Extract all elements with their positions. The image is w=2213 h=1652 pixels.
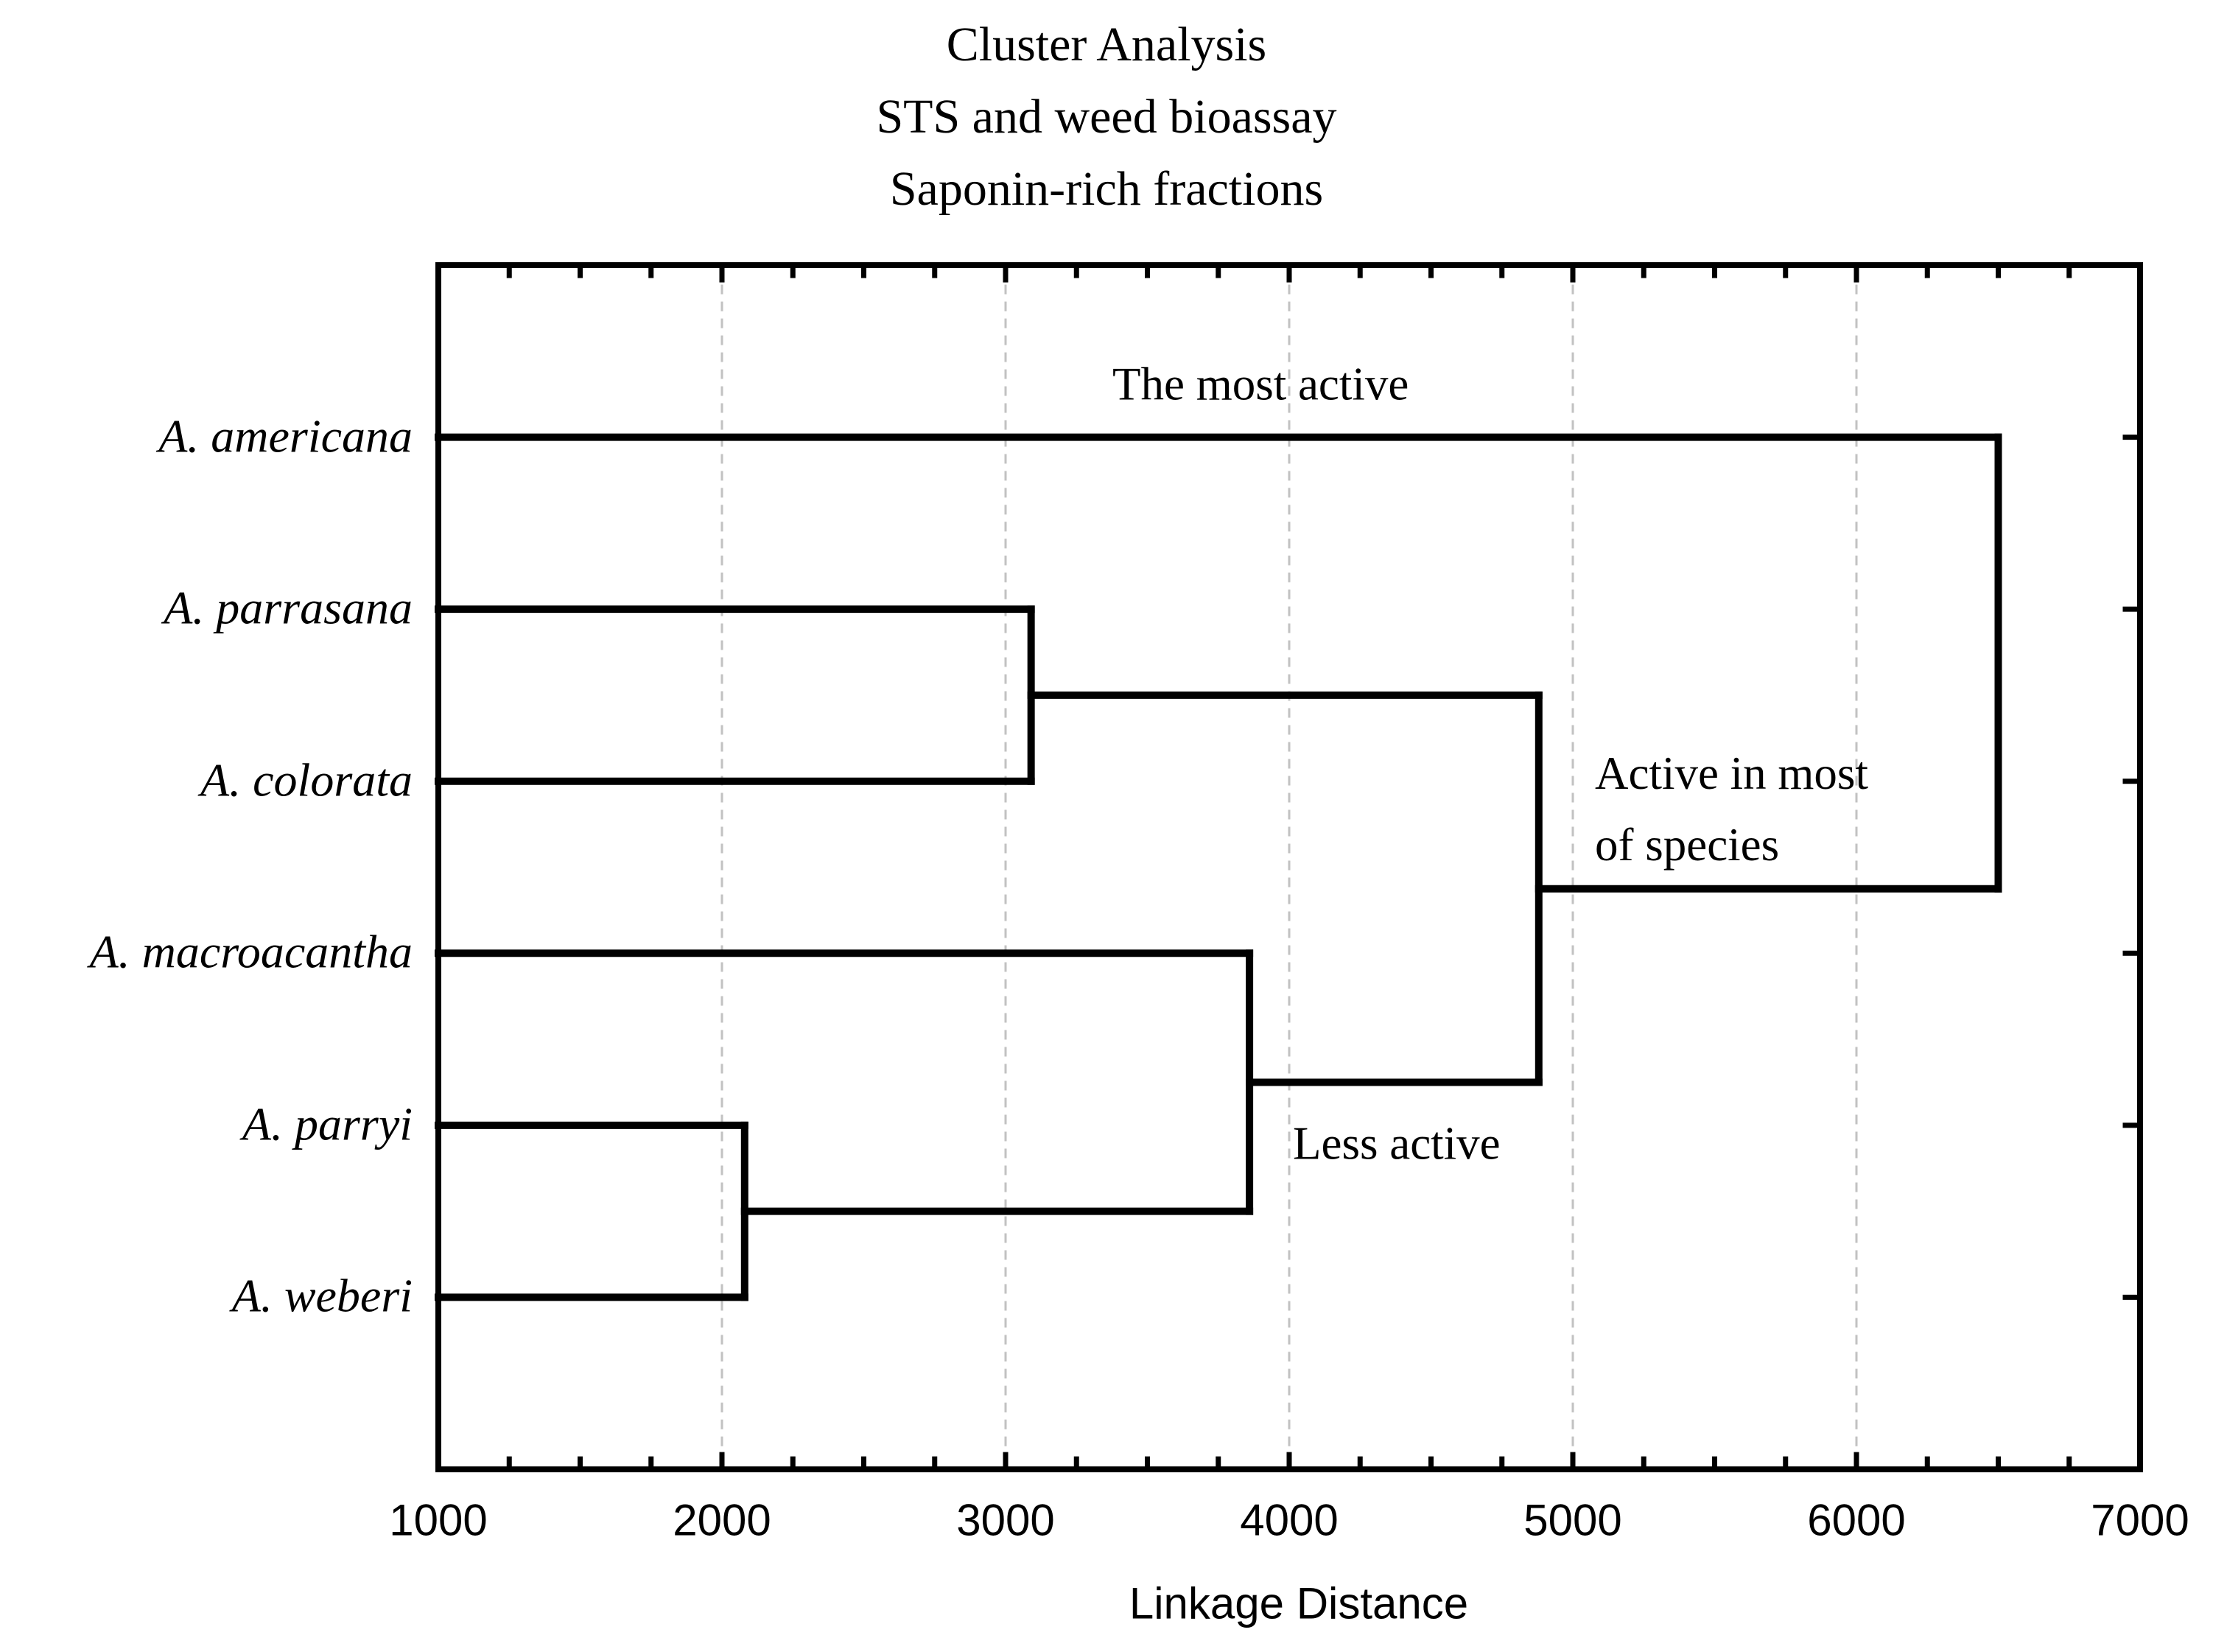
axis-box <box>435 262 2143 1472</box>
leaf-label-a-americana: A. americana <box>158 410 413 463</box>
annotation-active-in-most-of-species: Active in most of species <box>1595 748 1868 871</box>
x-axis-label: Linkage Distance <box>1129 1578 1469 1628</box>
plot-border <box>435 262 2143 1472</box>
leaf-label-a-parrasana: A. parrasana <box>164 581 413 634</box>
leaf-label-a-macroacantha: A. macroacantha <box>89 925 413 978</box>
dendrogram-links <box>435 433 2002 1301</box>
leaf-label-a-colorata: A. colorata <box>200 753 413 806</box>
grid-lines <box>720 267 1858 1467</box>
x-tick-label-4000: 4000 <box>1240 1495 1339 1545</box>
x-tick-label-7000: 7000 <box>2091 1495 2189 1545</box>
x-tick-label-5000: 5000 <box>1523 1495 1622 1545</box>
axis-ticks <box>506 265 2140 1469</box>
x-tick-label-1000: 1000 <box>389 1495 488 1545</box>
x-tick-label-3000: 3000 <box>956 1495 1055 1545</box>
leaf-label-a-weberi: A. weberi <box>231 1269 413 1322</box>
leaf-label-a-parryi: A. parryi <box>242 1097 413 1150</box>
annotation-less-active: Less active <box>1293 1117 1501 1170</box>
chart-title-line-2: STS and weed bioassay <box>876 90 1337 144</box>
annotation-most-active: The most active <box>1112 358 1409 410</box>
x-tick-label-2000: 2000 <box>673 1495 771 1545</box>
chart-title: Cluster Analysis STS and weed bioassay S… <box>0 9 2213 225</box>
chart-title-line-3: Saponin-rich fractions <box>889 162 1324 216</box>
chart-title-line-1: Cluster Analysis <box>946 18 1267 71</box>
x-tick-label-6000: 6000 <box>1807 1495 1906 1545</box>
